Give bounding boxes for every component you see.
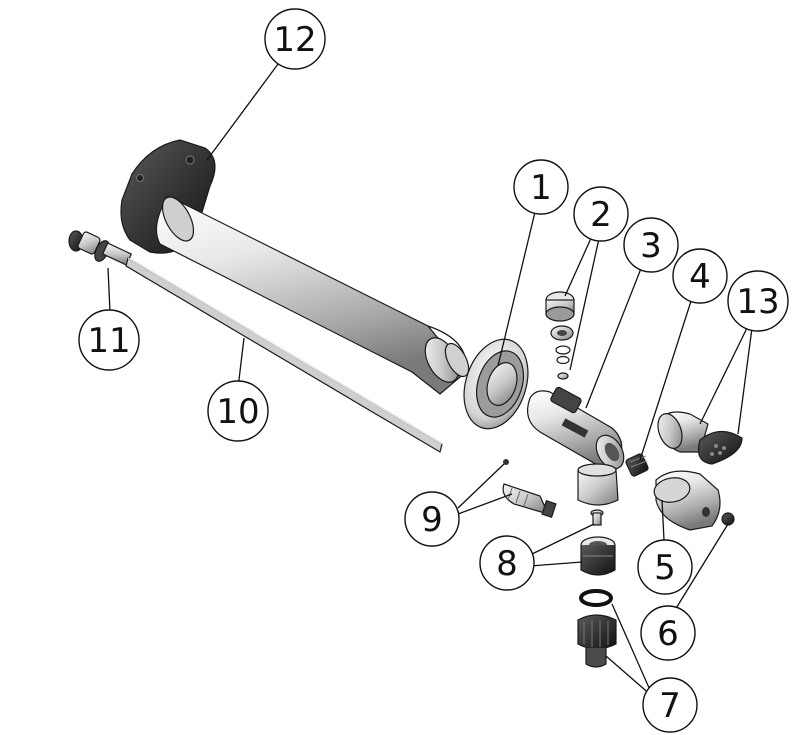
part-9-cartridge	[502, 459, 557, 518]
callout-7: 7	[642, 677, 698, 733]
leader-lines	[107, 59, 753, 697]
part-2-cap-and-rings	[545, 291, 575, 380]
part-8-screw-and-coupling	[580, 509, 616, 576]
part-12-wall-flange-tube	[120, 139, 470, 395]
callout-9-label: 9	[421, 500, 443, 540]
callout-3-label: 3	[640, 226, 662, 266]
callout-11-label: 11	[87, 321, 130, 361]
callout-1-label: 1	[530, 168, 552, 208]
callout-6-label: 6	[657, 614, 679, 654]
part-13-handle-lever	[657, 411, 743, 465]
callout-6: 6	[640, 605, 696, 661]
callout-13-label: 13	[736, 282, 779, 322]
part-11-valve-head	[68, 230, 133, 266]
callout-1: 1	[513, 159, 569, 215]
part-10-stem-rod	[125, 257, 443, 453]
part-3-valve-body	[527, 386, 625, 506]
callout-3: 3	[623, 217, 679, 273]
callout-4-label: 4	[689, 257, 711, 297]
callout-10-label: 10	[216, 392, 259, 432]
part-5-knob-cap	[653, 470, 721, 531]
callout-5: 5	[637, 539, 693, 595]
callout-12: 12	[264, 8, 326, 70]
callout-10: 10	[207, 380, 269, 442]
part-7-ring-and-connector	[577, 589, 617, 668]
part-4-threaded-insert	[625, 453, 649, 477]
part-1-flange-washer	[463, 338, 529, 430]
callout-2-label: 2	[590, 195, 612, 235]
callout-5-label: 5	[654, 548, 676, 588]
part-6-small-ball	[721, 512, 735, 526]
callout-8-label: 8	[496, 544, 518, 584]
callout-9: 9	[404, 491, 460, 547]
callout-8: 8	[479, 535, 535, 591]
callout-7-label: 7	[659, 686, 681, 726]
callout-13: 13	[727, 270, 789, 332]
callout-11: 11	[78, 309, 140, 371]
callout-12-label: 12	[273, 20, 316, 60]
callout-2: 2	[573, 186, 629, 242]
callout-4: 4	[672, 248, 728, 304]
